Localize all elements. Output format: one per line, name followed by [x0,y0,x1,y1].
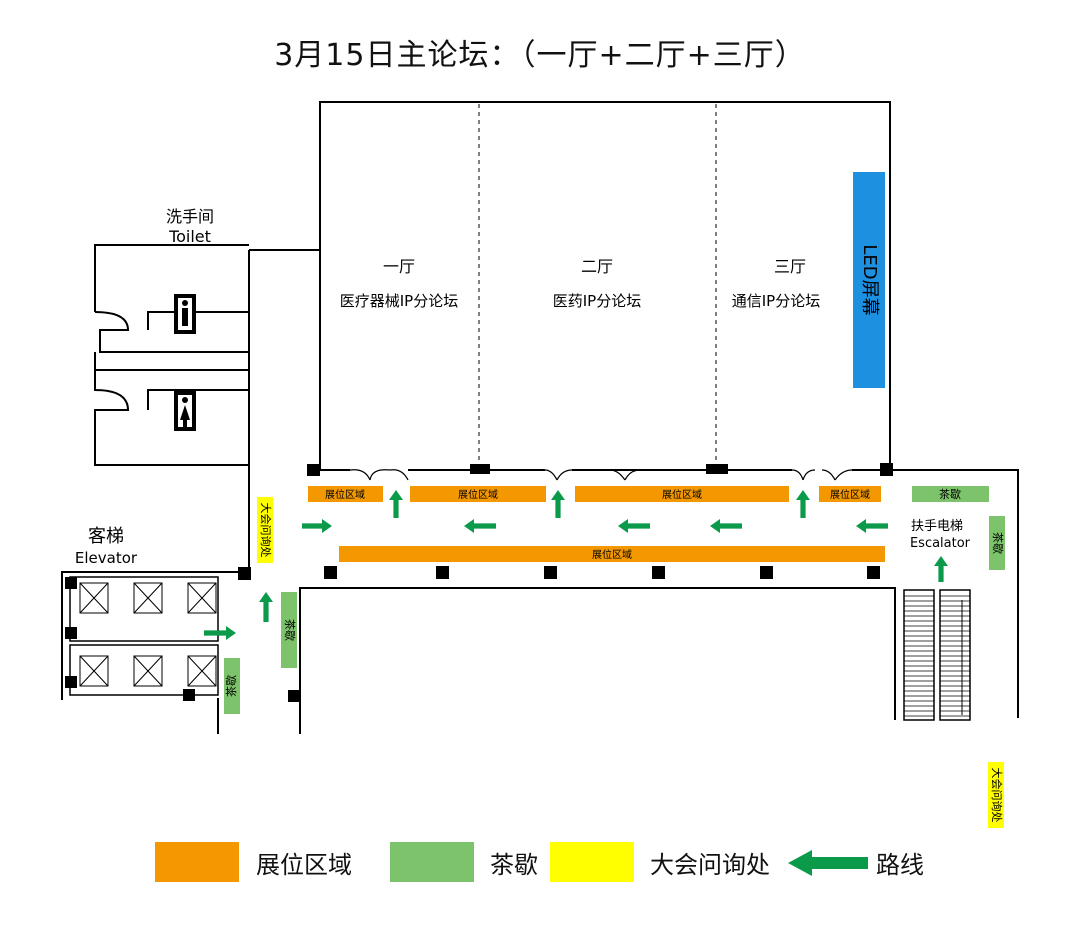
booth-area-label: 展位区域 [592,548,632,561]
hall-3-name: 三厅 [774,257,806,276]
toilet-label-en: Toilet [168,227,211,246]
tea-area-label: 茶歇 [283,619,296,641]
hall-1-forum: 医疗器械IP分论坛 [340,292,458,310]
legend-swatch-tea [390,842,474,882]
route-arrow-icon [796,490,810,518]
booth-area-label: 展位区域 [325,488,365,501]
legend-label-info: 大会问询处 [650,851,770,879]
hall-3-forum: 通信IP分论坛 [732,292,820,310]
tea-area-label: 茶歇 [991,532,1004,554]
elevator-label-en: Elevator [75,549,138,567]
male-toilet-icon [174,294,196,334]
booth-area-label: 展位区域 [662,488,702,501]
elevator-block [69,576,219,696]
route-arrow-icon [259,592,273,622]
hall-2-forum: 医药IP分论坛 [553,292,641,310]
route-arrows [204,490,948,640]
hall-doors [349,469,853,481]
info-desk-label: 大会问询处 [259,503,273,558]
route-arrow-icon [204,626,236,640]
escalator-label-en: Escalator [910,536,971,551]
route-arrow-icon [710,519,742,533]
route-arrow-icon [551,490,565,518]
main-hall-walls [312,101,895,471]
tea-areas: 茶歇 茶歇 茶歇 茶歇 [224,486,1005,714]
legend-route-arrow-icon [788,850,868,876]
hall-2-name: 二厅 [581,257,613,276]
info-desks: 大会问询处 大会问询处 [257,497,1004,828]
tea-area: 茶歇 [912,486,989,502]
escalator-label-zh: 扶手电梯 [911,519,963,534]
booth-area: 展位区域 [308,486,383,502]
tea-area-label: 茶歇 [225,675,238,697]
route-arrow-icon [302,519,332,533]
route-arrow-icon [934,556,948,582]
map-title: 3月15日主论坛：（一厅+二厅+三厅） [274,38,806,73]
route-arrow-icon [618,519,650,533]
booth-areas: 展位区域 展位区域 展位区域 展位区域 展位区域 [308,486,885,562]
tea-area: 茶歇 [281,592,297,668]
led-screen-label: LED屏幕 [859,244,880,315]
info-desk: 大会问询处 [988,762,1004,828]
legend-swatch-info [550,842,634,882]
hall-1-name: 一厅 [383,257,415,276]
toilet-block [94,244,249,466]
booth-area: 展位区域 [410,486,546,502]
info-desk-label: 大会问询处 [990,768,1004,823]
escalator [903,589,971,721]
route-arrow-icon [464,519,496,533]
hall-dividers [478,104,717,468]
led-screen [853,172,885,388]
tea-area: 茶歇 [224,658,240,714]
tea-area: 茶歇 [989,516,1005,570]
legend-label-route: 路线 [876,851,924,879]
booth-area-label: 展位区域 [830,488,870,501]
booth-area-label: 展位区域 [458,488,498,501]
toilet-label-zh: 洗手间 [166,207,214,226]
booth-area: 展位区域 [819,486,881,502]
female-toilet-icon [174,391,196,431]
booth-area: 展位区域 [339,546,885,562]
corridor-walls [61,249,1019,734]
tea-area-label: 茶歇 [939,488,961,501]
legend-label-booth: 展位区域 [256,851,352,879]
route-arrow-icon [389,490,403,518]
elevator-label-zh: 客梯 [88,526,124,547]
route-arrow-icon [856,519,888,533]
info-desk: 大会问询处 [257,497,273,563]
booth-area: 展位区域 [575,486,789,502]
legend-label-tea: 茶歇 [490,851,538,879]
legend-swatch-booth [155,842,239,882]
